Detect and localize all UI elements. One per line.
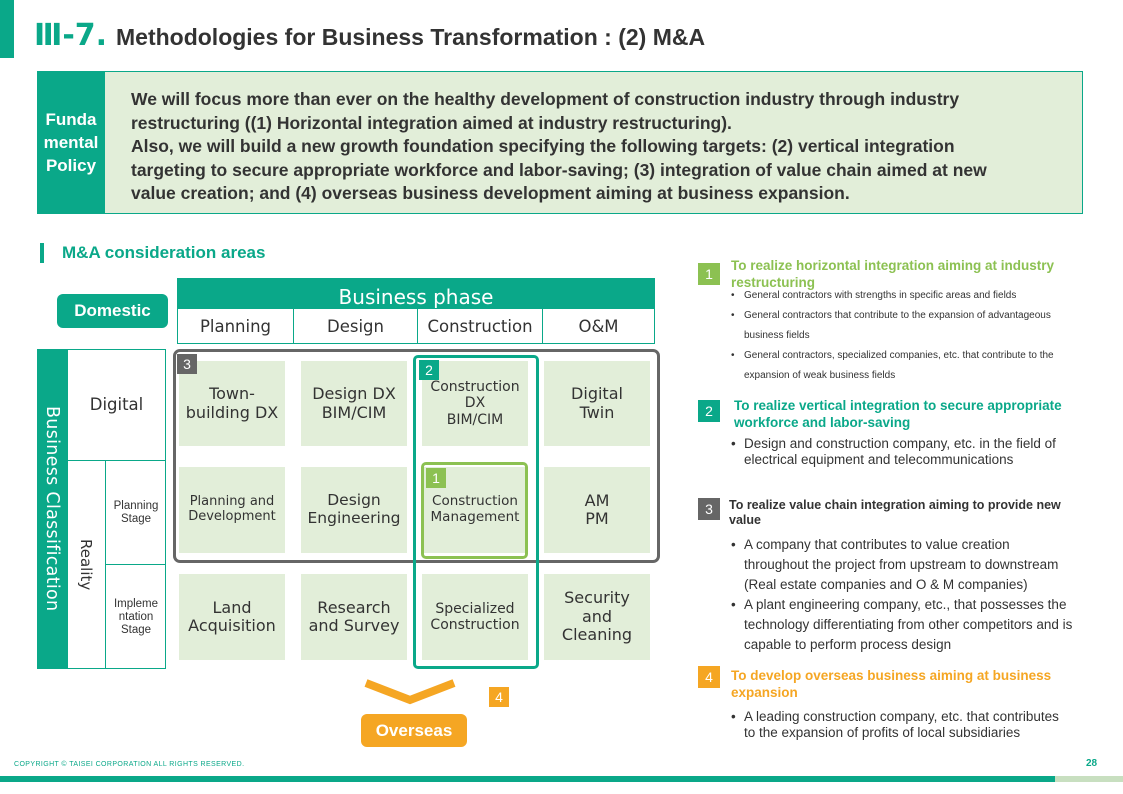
reality-text: Reality bbox=[77, 538, 95, 591]
business-classification-label: Business Classification bbox=[37, 349, 67, 669]
highlight-horizontal bbox=[421, 462, 528, 559]
policy-line: Also, we will build a new growth foundat… bbox=[131, 136, 955, 156]
page-title: Methodologies for Business Transformatio… bbox=[116, 24, 706, 50]
matrix-badge-4: 4 bbox=[489, 687, 509, 707]
footer-bar bbox=[0, 776, 1055, 782]
target-4-badge: 4 bbox=[698, 666, 720, 688]
phase-design: Design bbox=[294, 309, 418, 343]
matrix-badge-3: 3 bbox=[177, 354, 197, 374]
policy-box bbox=[37, 71, 1083, 214]
matrix-badge-2: 2 bbox=[419, 360, 439, 380]
target-2-title: To realize vertical integration to secur… bbox=[734, 398, 1062, 430]
policy-label-line: Policy bbox=[45, 156, 97, 175]
target-4-bullet-1: •A leading construction company, etc. th… bbox=[731, 709, 1059, 740]
phase-planning: Planning bbox=[178, 309, 294, 343]
section-title: M&A consideration areas bbox=[62, 243, 266, 262]
business-classification-text: Business Classification bbox=[42, 406, 62, 612]
digital-label: Digital bbox=[89, 395, 144, 414]
target-3-badge: 3 bbox=[698, 498, 720, 520]
target-2-bullet-1: •Design and construction company, etc. i… bbox=[731, 436, 1056, 467]
policy-label: Funda mental Policy bbox=[37, 71, 105, 214]
section-title-marker bbox=[40, 243, 44, 263]
chevron-down-icon bbox=[364, 679, 456, 705]
matrix-badge-1: 1 bbox=[426, 468, 446, 488]
phase-row: Planning Design Construction O&M bbox=[177, 308, 655, 344]
divider-digital-reality bbox=[67, 460, 166, 461]
target-1-bullet-1: •General contractors with strengths in s… bbox=[731, 290, 1017, 301]
target-3-bullet-2: •A plant engineering company, etc., that… bbox=[731, 597, 1073, 652]
section-number: Ⅲ-7. bbox=[34, 18, 108, 53]
planning-stage-label: Planning Stage bbox=[113, 499, 159, 525]
classification-grid bbox=[67, 349, 166, 669]
policy-text: We will focus more than ever on the heal… bbox=[131, 88, 1076, 206]
phase-construction: Construction bbox=[418, 309, 543, 343]
overseas-label: Overseas bbox=[361, 714, 467, 747]
cell-town-building-dx: Town-building DX bbox=[179, 361, 285, 446]
target-4-title: To develop overseas business aiming at b… bbox=[731, 668, 1052, 700]
reality-label: Reality bbox=[67, 460, 106, 669]
target-1-badge: 1 bbox=[698, 263, 720, 285]
business-phase-header: Business phase bbox=[177, 278, 655, 308]
policy-label-line: Funda bbox=[45, 110, 97, 129]
policy-line: restructuring ((1) Horizontal integratio… bbox=[131, 112, 732, 133]
target-1-bullet-2: •General contractors that contribute to … bbox=[731, 310, 1051, 341]
phase-om: O&M bbox=[578, 316, 619, 336]
policy-line: value creation; and (4) overseas busines… bbox=[131, 183, 850, 203]
target-3-title: To realize value chain integration aimin… bbox=[729, 498, 1061, 527]
target-1-bullet-3: •General contractors, specialized compan… bbox=[731, 350, 1054, 381]
divider-stages bbox=[106, 564, 166, 565]
implementation-stage-label: Impleme ntation Stage bbox=[113, 597, 159, 636]
highlight-vertical bbox=[413, 355, 539, 669]
target-1-title: To realize horizontal integration aiming… bbox=[731, 258, 1055, 290]
footer-bar-accent bbox=[1055, 776, 1123, 782]
page-number: 28 bbox=[1086, 758, 1098, 769]
policy-line: targeting to secure appropriate workforc… bbox=[131, 159, 987, 180]
copyright: COPYRIGHT © TAISEI CORPORATION ALL RIGHT… bbox=[14, 761, 245, 768]
target-2-badge: 2 bbox=[698, 400, 720, 422]
target-3-bullet-1: •A company that contributes to value cre… bbox=[731, 537, 1059, 592]
policy-label-line: mental bbox=[43, 133, 99, 152]
header-accent-bar bbox=[0, 0, 14, 58]
highlight-value-chain bbox=[173, 349, 660, 563]
domestic-label: Domestic bbox=[57, 294, 168, 328]
policy-line: We will focus more than ever on the heal… bbox=[131, 89, 960, 109]
